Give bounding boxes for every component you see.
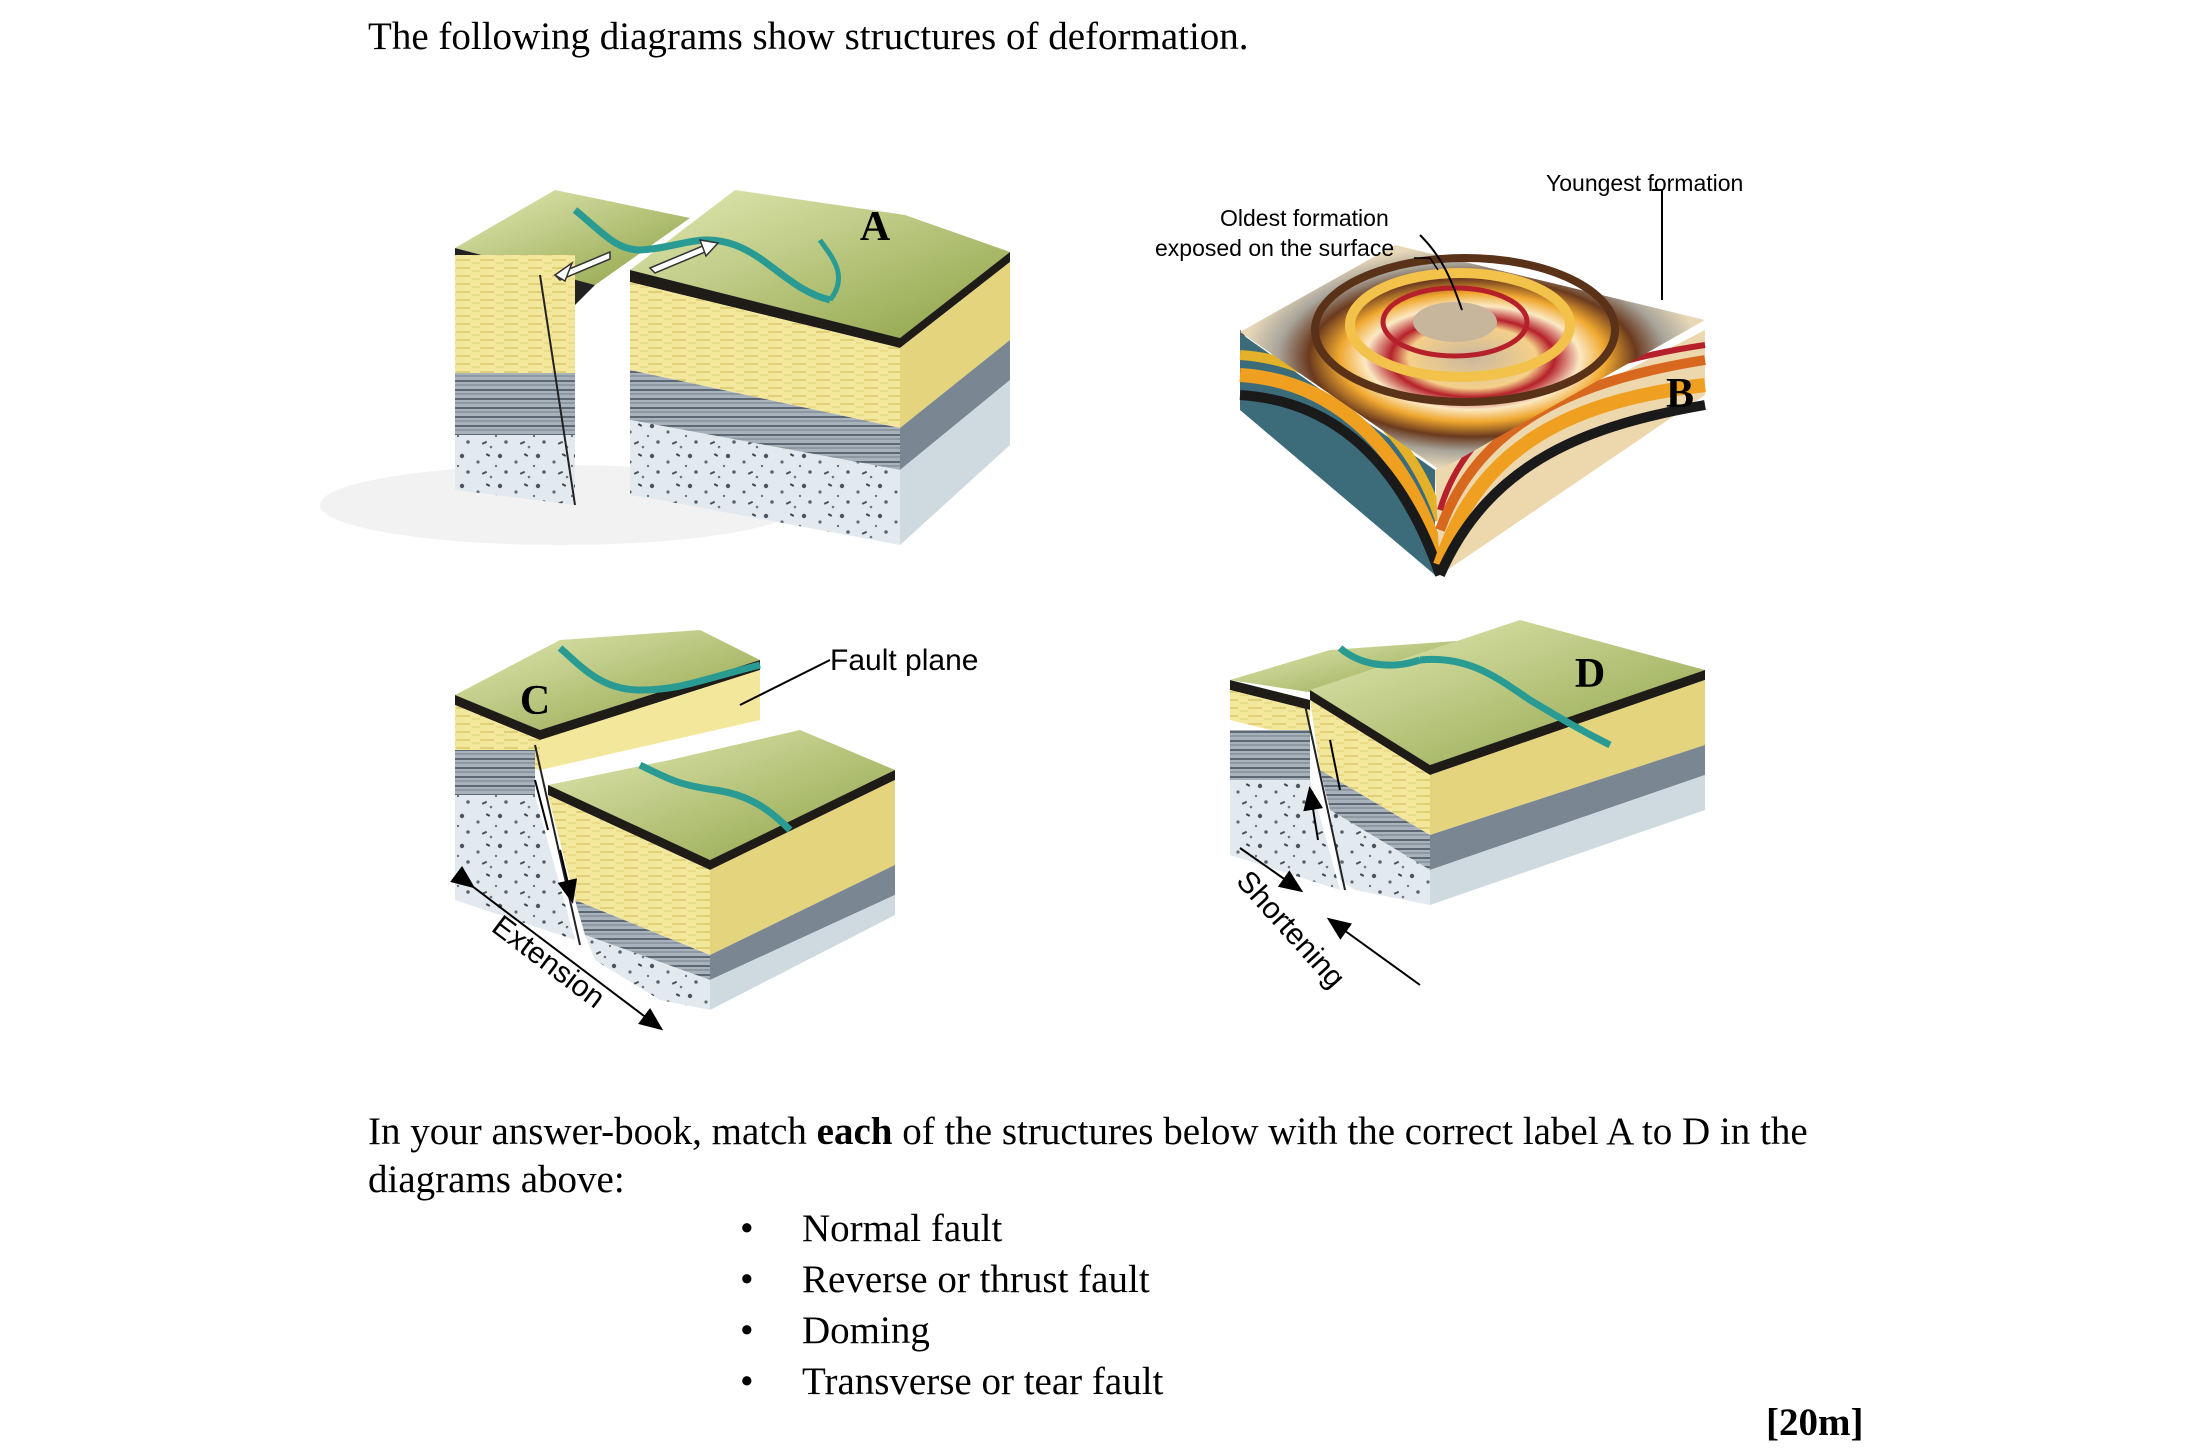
label-a: A (860, 204, 891, 250)
diagram-d: Shortening D (1230, 620, 1705, 995)
list-item: Doming (740, 1305, 1163, 1356)
diagram-c: Fault plane Extension C (450, 630, 978, 1031)
list-item: Transverse or tear fault (740, 1356, 1163, 1407)
label-c: C (520, 678, 550, 724)
oldest-formation-label: Oldest formation (1220, 205, 1389, 231)
deformation-diagrams: A Youngest formation Oldest formation (320, 170, 1743, 1031)
strike-slip-arrows-icon (553, 239, 720, 283)
diagram-b: Youngest formation Oldest formation expo… (1155, 170, 1743, 577)
label-d: D (1575, 651, 1605, 697)
oldest-formation-label-2: exposed on the surface (1155, 235, 1394, 261)
marks-label: [20m] (1766, 1401, 1864, 1444)
list-item: Reverse or thrust fault (740, 1254, 1163, 1305)
list-item: Normal fault (740, 1203, 1163, 1254)
question-suffix: of the structures below with the correct… (368, 1110, 1808, 1201)
fault-plane-label: Fault plane (830, 644, 978, 677)
youngest-formation-label: Youngest formation (1546, 170, 1743, 196)
question-emphasis: each (816, 1110, 893, 1153)
label-b: B (1666, 371, 1694, 417)
intro-text: The following diagrams show structures o… (368, 15, 1249, 58)
structures-list: Normal fault Reverse or thrust fault Dom… (740, 1203, 1163, 1407)
question-prefix: In your answer-book, match (368, 1110, 817, 1153)
diagram-a: A (320, 190, 1010, 545)
question-text: In your answer-book, match each of the s… (368, 1108, 1868, 1204)
